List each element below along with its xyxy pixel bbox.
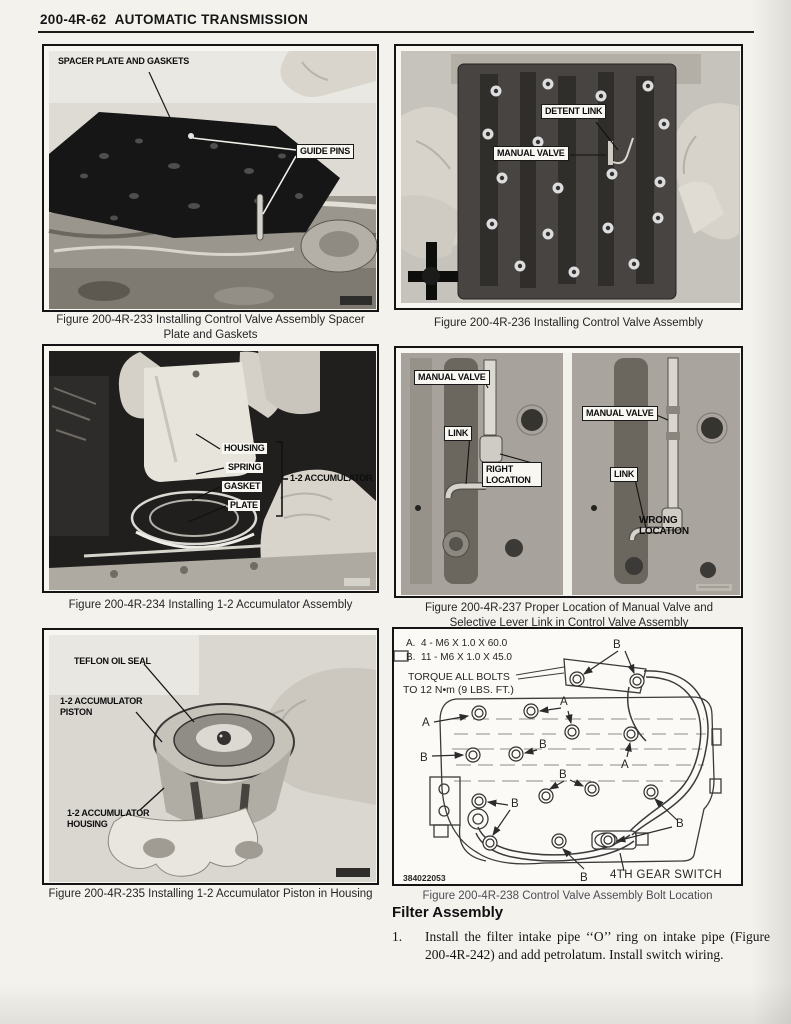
manual-valve-right-label: MANUAL VALVE	[582, 406, 658, 421]
fig-236-photo	[401, 51, 740, 303]
bolt-label-b: B	[539, 739, 547, 751]
manual-valve-left-label: MANUAL VALVE	[414, 370, 490, 385]
spring-label: SPRING	[226, 462, 264, 473]
link-left-label: LINK	[444, 426, 473, 441]
filter-assembly-heading: Filter Assembly	[392, 904, 504, 921]
caption-235: Figure 200-4R-235 Installing 1-2 Accumul…	[48, 888, 373, 900]
fig-234-photo	[49, 351, 376, 590]
figure-237: MANUAL VALVE LINK RIGHT LOCATION MANUAL …	[394, 346, 743, 598]
caption-233: Figure 200-4R-233 Installing Control Val…	[56, 314, 365, 341]
torque-note-line2: TO 12 N•m (9 LBS. FT.)	[403, 684, 514, 696]
accumulator-label: 1-2 ACCUMULATOR	[290, 473, 373, 483]
bolt-label-b: B	[613, 639, 621, 651]
accumulator-housing-label: 1-2 ACCUMULATOR HOUSING	[67, 808, 150, 829]
figure-233: SPACER PLATE AND GASKETS GUIDE PINS	[42, 44, 379, 312]
caption-236: Figure 200-4R-236 Installing Control Val…	[434, 317, 703, 329]
bolt-label-b: B	[676, 818, 684, 830]
bolt-label-b: B	[580, 872, 588, 884]
right-location-label: RIGHT LOCATION	[482, 462, 542, 487]
wrong-location-label: WRONG LOCATION	[639, 515, 689, 537]
detent-link-label: DETENT LINK	[541, 104, 607, 119]
fig-233-photo	[48, 51, 377, 309]
torque-note-line1: TORQUE ALL BOLTS	[408, 671, 510, 683]
caption-234: Figure 200-4R-234 Installing 1-2 Accumul…	[68, 599, 353, 611]
link-right-label: LINK	[610, 467, 639, 482]
bolt-spec-b: B. 11 - M6 X 1.0 X 45.0	[406, 652, 512, 663]
bolt-label-b: B	[559, 769, 567, 781]
figure-238: A. 4 - M6 X 1.0 X 60.0 B. 11 - M6 X 1.0 …	[392, 627, 743, 886]
filter-assembly-item: 1. Install the filter intake pipe ‘‘O’’ …	[392, 928, 770, 964]
bolt-label-a: A	[560, 696, 568, 708]
bolt-label-a: A	[621, 759, 629, 771]
fig-238-diagram: A. 4 - M6 X 1.0 X 60.0 B. 11 - M6 X 1.0 …	[394, 638, 722, 884]
gear-switch-label: 4TH GEAR SWITCH	[610, 869, 722, 881]
housing-label: HOUSING	[222, 443, 267, 454]
figure-235: TEFLON OIL SEAL 1-2 ACCUMULATOR PISTON 1…	[42, 628, 379, 885]
list-item-text: Install the filter intake pipe ‘‘O’’ rin…	[425, 929, 770, 962]
gasket-label: GASKET	[222, 481, 263, 492]
fig-237-photo	[401, 353, 740, 595]
figure-234: HOUSING SPRING GASKET PLATE 1-2 ACCUMULA…	[42, 344, 379, 593]
bolt-spec-a: A. 4 - M6 X 1.0 X 60.0	[406, 638, 508, 649]
manual-valve-label: MANUAL VALVE	[493, 146, 569, 161]
bolt-label-b: B	[420, 752, 428, 764]
list-item-number: 1.	[392, 929, 403, 944]
figure-236: DETENT LINK MANUAL VALVE	[394, 44, 743, 310]
caption-237: Figure 200-4R-237 Proper Location of Man…	[424, 602, 714, 629]
guide-pins-label: GUIDE PINS	[296, 144, 355, 159]
caption-238: Figure 200-4R-238 Control Valve Assembly…	[422, 890, 713, 902]
spacer-plate-label: SPACER PLATE AND GASKETS	[58, 56, 190, 66]
plate-label: PLATE	[228, 500, 260, 511]
fig-235-photo	[49, 635, 376, 882]
accumulator-piston-label: 1-2 ACCUMULATOR PISTON	[60, 696, 143, 717]
page-title: 200-4R-62 AUTOMATIC TRANSMISSION	[40, 12, 309, 27]
bolt-label-a: A	[422, 717, 430, 729]
header-rule	[38, 31, 754, 33]
diagram-part-number: 384022053	[403, 873, 446, 883]
bolt-label-b: B	[511, 798, 519, 810]
teflon-oil-seal-label: TEFLON OIL SEAL	[74, 656, 151, 666]
